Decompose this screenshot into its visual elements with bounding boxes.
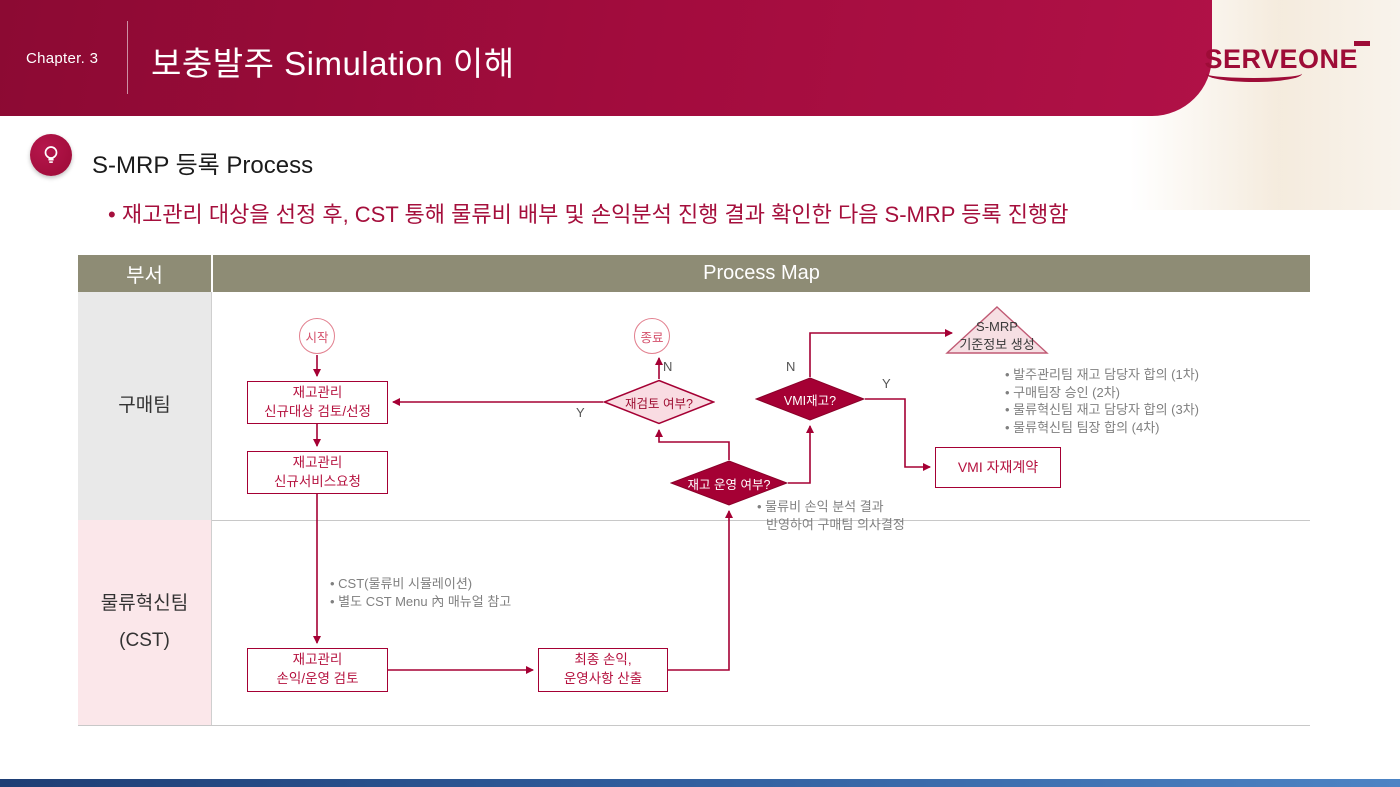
lane2-sublabel-text: (CST): [119, 629, 170, 651]
box-vmi-material-contract: VMI 자재계약: [935, 447, 1061, 488]
decision-inventory-operate-label: 재고 운영 여부?: [687, 477, 771, 492]
box-final-profit-output: 최종 손익, 운영사항 산출: [538, 648, 668, 692]
box-request-line1: 재고관리: [292, 454, 343, 470]
decision-inventory-operate: 재고 운영 여부?: [670, 460, 788, 506]
decision-vmi-stock-label: VMI재고?: [783, 393, 837, 408]
end-node: 종료: [634, 318, 670, 354]
section-heading: S-MRP 등록 Process: [92, 152, 314, 179]
end-node-label: 종료: [640, 330, 664, 345]
header-band: Chapter. 3 보충발주 Simulation 이해: [0, 0, 1212, 116]
box-review-line1: 재고관리: [292, 384, 343, 400]
decision-vmi-stock: VMI재고?: [755, 377, 865, 421]
lane-label-purchasing-team: 구매팀: [78, 292, 211, 520]
note-approval-4: 물류혁신팀 팀장 합의 (4차): [1005, 419, 1315, 437]
logo-swoosh-icon: [1206, 72, 1303, 82]
box-cost-review-line2: 손익/운영 검토: [276, 671, 359, 686]
note-approval-steps: 발주관리팀 재고 담당자 합의 (1차) 구매팀장 승인 (2차) 물류혁신팀 …: [1005, 366, 1315, 436]
smrp-master-data-label: S-MRP 기준정보 생성: [931, 318, 1063, 353]
lightbulb-icon: [30, 134, 72, 176]
smrp-line1: S-MRP: [976, 319, 1018, 334]
branch-label-recheck-n: N: [663, 359, 673, 374]
box-request-line2: 신규서비스요청: [274, 473, 361, 489]
logo-dash-icon: [1354, 41, 1370, 46]
serveone-logo: SERVEONE: [1204, 41, 1370, 82]
lane-label-logistics-innovation-team: 물류혁신팀 (CST): [78, 520, 211, 725]
branch-label-recheck-y: Y: [576, 405, 585, 420]
start-node-label: 시작: [305, 330, 329, 345]
box-inventory-review-select: 재고관리 신규대상 검토/선정: [247, 381, 388, 424]
start-node: 시작: [299, 318, 335, 354]
label-column-divider-line: [211, 292, 212, 725]
smrp-master-data-node: S-MRP 기준정보 생성: [945, 305, 1049, 355]
serveone-logo-text: SERVEONE: [1204, 44, 1358, 74]
box-profit-operation-review: 재고관리 손익/운영 검토: [247, 648, 388, 692]
note-cst-tool: CST(물류비 시뮬레이션) 별도 CST Menu 內 매뉴얼 참고: [330, 575, 570, 610]
branch-label-vmi-n: N: [786, 359, 796, 374]
note-approval-2: 구매팀장 승인 (2차): [1005, 384, 1315, 402]
box-final-line2: 운영사항 산출: [563, 671, 643, 686]
lane-divider-line: [78, 520, 1310, 521]
header-divider: [127, 21, 128, 94]
chapter-label: Chapter. 3: [26, 50, 99, 67]
page-title: 보충발주 Simulation 이해: [151, 45, 515, 82]
branch-label-vmi-y: Y: [882, 376, 891, 391]
decision-recheck: 재검토 여부?: [603, 379, 715, 425]
note-decision-line2: 반영하여 구매팀 의사결정: [766, 516, 905, 532]
column-header-process-map: Process Map: [211, 255, 1310, 292]
table-bottom-line: [78, 725, 1310, 726]
smrp-line2: 기준정보 생성: [959, 336, 1035, 352]
box-review-line2: 신규대상 검토/선정: [264, 403, 371, 419]
lane2-label-text: 물류혁신팀: [100, 593, 189, 615]
swimlane-table-header: 부서 Process Map: [78, 255, 1310, 292]
note-decision-basis: 물류비 손익 분석 결과 반영하여 구매팀 의사결정: [757, 498, 977, 533]
box-vmi-contract-label: VMI 자재계약: [957, 458, 1039, 475]
decision-recheck-label: 재검토 여부?: [625, 396, 693, 411]
note-cst-line2: 별도 CST Menu 內 매뉴얼 참고: [330, 593, 570, 611]
note-cst-line1: CST(물류비 시뮬레이션): [330, 575, 570, 593]
box-cost-review-line1: 재고관리: [292, 652, 343, 668]
box-final-line1: 최종 손익,: [574, 652, 632, 668]
lane1-label-text: 구매팀: [118, 394, 171, 416]
note-approval-1: 발주관리팀 재고 담당자 합의 (1차): [1005, 366, 1315, 384]
note-decision-line1: 물류비 손익 분석 결과: [757, 498, 977, 516]
note-approval-3: 물류혁신팀 재고 담당자 합의 (3차): [1005, 401, 1315, 419]
footer-accent-bar: [0, 779, 1400, 787]
column-header-department: 부서: [78, 255, 211, 292]
section-bullet-text: 재고관리 대상을 선정 후, CST 통해 물류비 배부 및 손익분석 진행 결…: [108, 197, 1069, 229]
box-new-service-request: 재고관리 신규서비스요청: [247, 451, 388, 494]
